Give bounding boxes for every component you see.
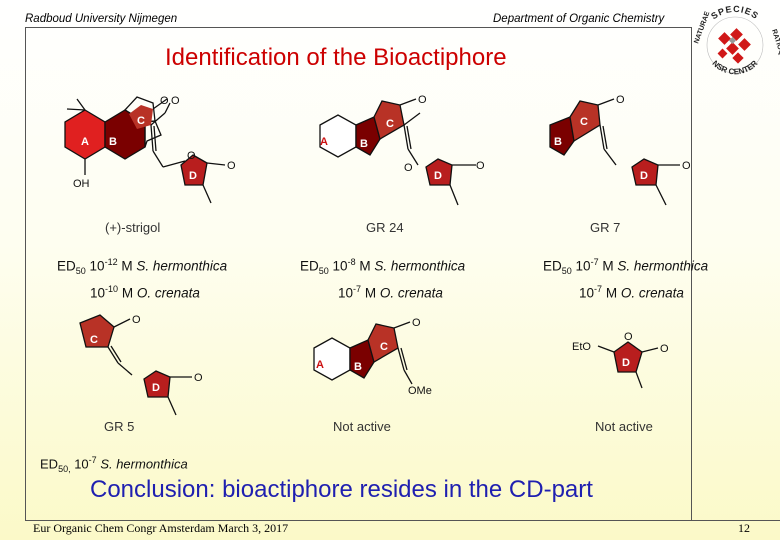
header-department: Department of Organic Chemistry [493, 13, 665, 25]
compound-name-gr24: GR 24 [366, 220, 404, 235]
logo-right-text: RATIOQUE [770, 28, 780, 65]
compound-name-inactive-1: Not active [333, 419, 391, 434]
hydroxyl-label: OH [73, 178, 90, 190]
ring-label-b: B [354, 361, 362, 373]
logo-left-text: NATURAE [693, 10, 711, 44]
ring-label-d: D [622, 357, 630, 369]
methoxy-label: OMe [408, 385, 432, 397]
compound-name-inactive-2: Not active [595, 419, 653, 434]
ed50-strigol: ED50 10-12 M S. hermonthica 10-10 M O. c… [57, 257, 228, 301]
oxygen-label: O [412, 317, 421, 329]
ethoxy-label: EtO [572, 341, 591, 353]
oxygen-label: O [187, 150, 196, 162]
slide-title: Identification of the Bioactiphore [165, 44, 507, 71]
oxygen-label: O [476, 160, 485, 172]
oxygen-label: O [418, 94, 427, 106]
footer-divider [25, 520, 780, 521]
ring-label-a: A [81, 136, 89, 148]
compound-name-gr5: GR 5 [104, 419, 135, 434]
logo-emblem-icon [717, 28, 751, 64]
svg-text:SPECIES: SPECIES [709, 4, 761, 21]
gr7-structure: B C D O O [549, 94, 691, 206]
ring-label-c: C [380, 341, 388, 353]
nsr-center-logo: SPECIES NATURAE RATIOQUE NSR CENTER [693, 4, 780, 77]
ring-label-d: D [640, 170, 648, 182]
ethoxy-butenolide-structure: EtO D O O [572, 331, 669, 389]
compound-name-gr7: GR 7 [590, 220, 621, 235]
ring-label-c: C [386, 118, 394, 130]
slide-frame [25, 27, 692, 521]
oxygen-label: O [404, 162, 413, 174]
compound-name-strigol: (+)-strigol [105, 220, 161, 235]
oxygen-label: O [160, 95, 169, 107]
svg-text:NSR CENTER: NSR CENTER [711, 59, 760, 77]
ed50-gr7: ED50 10-7 M S. hermonthica 10-7 M O. cre… [543, 257, 709, 301]
page-number: 12 [738, 521, 750, 535]
ed50-gr24: ED50 10-8 M S. hermonthica 10-7 M O. cre… [300, 257, 466, 301]
oxygen-label: O [171, 95, 180, 107]
ring-label-c: C [580, 116, 588, 128]
ring-label-d: D [189, 170, 197, 182]
header-institution: Radboud University Nijmegen [25, 13, 178, 25]
oxygen-label: O [682, 160, 691, 172]
ring-label-b: B [109, 136, 117, 148]
ring-label-c: C [137, 115, 145, 127]
conclusion-text: Conclusion: bioactiphore resides in the … [90, 476, 593, 503]
enol-ether-structure: A B C O OMe [313, 317, 432, 397]
logo-arc-text: SPECIES [709, 4, 760, 21]
ring-label-c: C [90, 334, 98, 346]
ring-label-b: B [554, 136, 562, 148]
ring-label-d: D [434, 170, 442, 182]
ring-label-d: D [152, 382, 160, 394]
oxygen-label: O [132, 314, 141, 326]
logo-bottom-text: NSR CENTER [711, 59, 760, 77]
oxygen-label: O [194, 372, 203, 384]
ring-label-a: A [316, 359, 324, 371]
oxygen-label: O [616, 94, 625, 106]
ring-label-a: A [320, 136, 328, 148]
ed50-gr5: ED50, 10-7 S. hermonthica [40, 455, 188, 474]
footer-event: Eur Organic Chem Congr Amsterdam March 3… [33, 521, 289, 535]
oxygen-label: O [660, 343, 669, 355]
gr24-structure: A B C D O O O [319, 94, 485, 206]
ring-label-b: B [360, 138, 368, 150]
gr5-structure: C D O O [79, 314, 203, 416]
oxygen-label: O [227, 160, 236, 172]
oxygen-label: O [624, 331, 633, 343]
strigol-structure: A B C D OH O O O O [64, 95, 236, 204]
